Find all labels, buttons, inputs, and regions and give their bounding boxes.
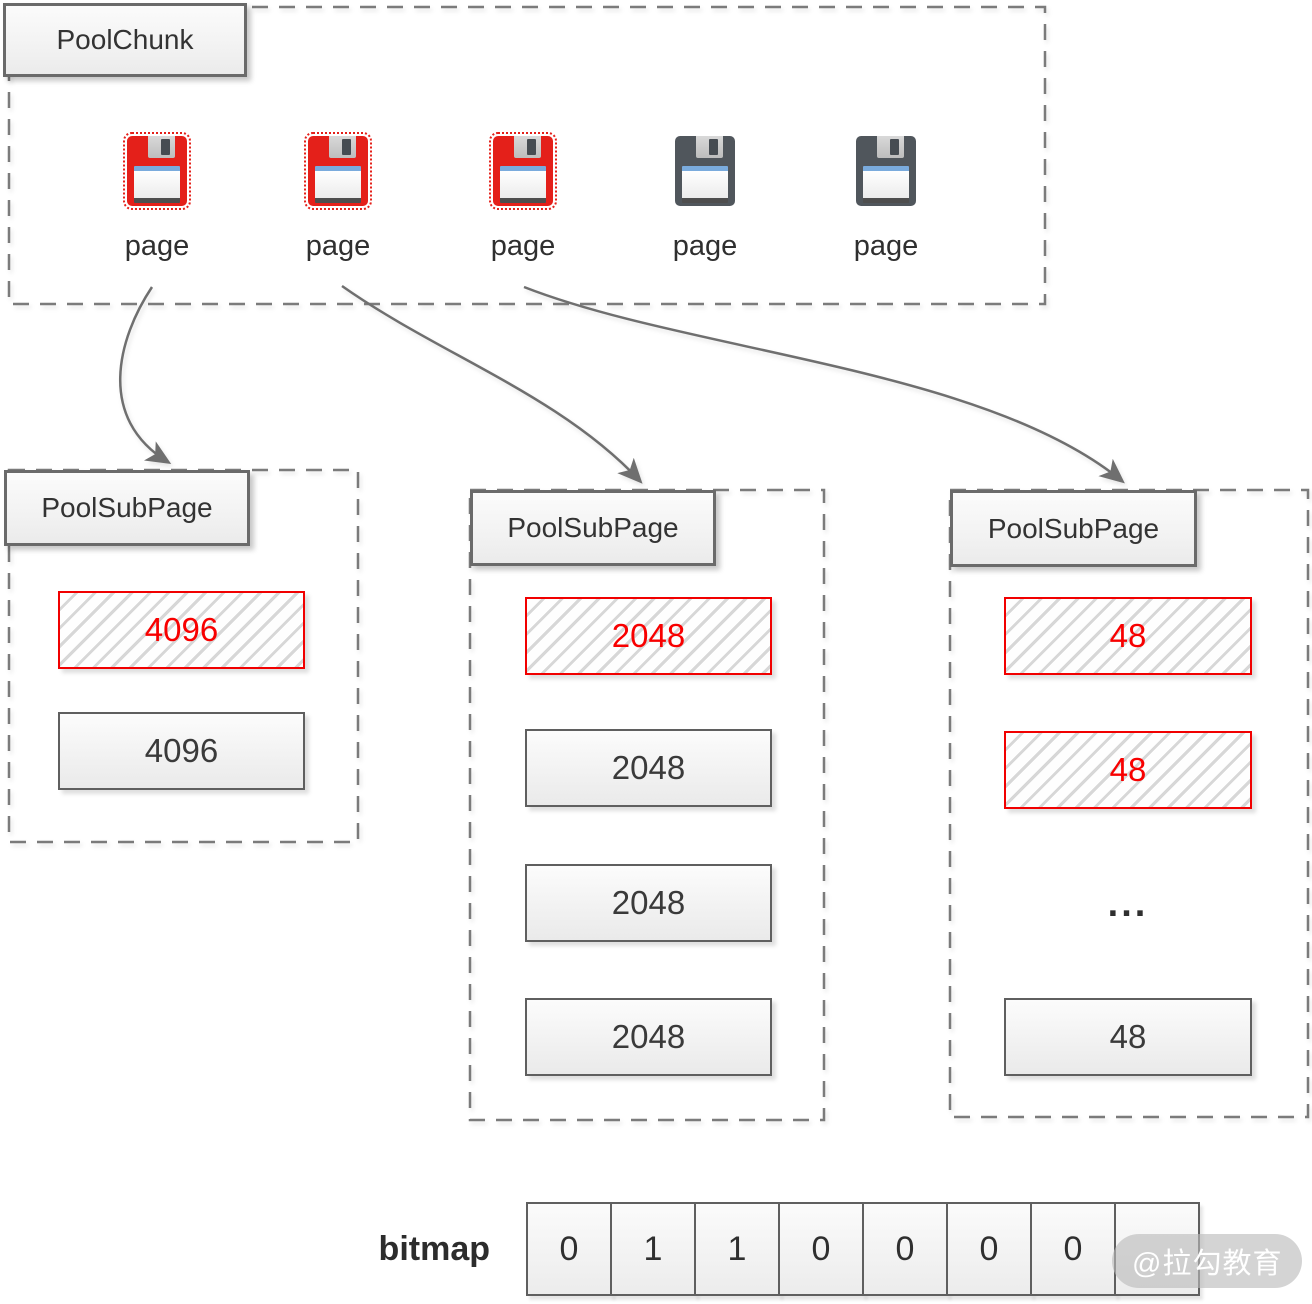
bitmap-cell: 1 [694,1202,780,1296]
pool-subpage-3-dashed-container [948,488,1310,1119]
memory-block-free: 2048 [525,864,772,942]
pool-subpage-title-label: PoolSubPage [41,492,213,523]
floppy-shutter [696,136,723,158]
floppy-shutter [514,136,541,158]
arrow-page2-to-subpage2 [341,284,643,484]
floppy-slot [161,139,170,155]
bitmap-label: bitmap [378,1230,490,1268]
bitmap-row: 0 1 1 0 0 0 0 [526,1202,1200,1296]
pool-subpage-3-title: PoolSubPage [950,490,1197,567]
pool-subpage-2-title: PoolSubPage [470,490,716,566]
floppy-label-area [500,166,546,203]
memory-block-allocated: 4096 [58,591,305,669]
site-watermark: @拉勾教育 [1112,1234,1303,1288]
memory-block-allocated: 2048 [525,597,772,675]
memory-block-free: 4096 [58,712,305,790]
floppy-disk-icon [856,136,916,206]
memory-block-allocated: 48 [1004,731,1252,809]
bitmap-cell: 0 [946,1202,1032,1296]
memory-block-free: 48 [1004,998,1252,1076]
floppy-shutter [329,136,356,158]
floppy-disk-icon [123,132,191,210]
bitmap-cell: 0 [1030,1202,1116,1296]
page-caption: page [490,230,556,262]
bitmap-cell: 1 [610,1202,696,1296]
page-caption: page [672,230,738,262]
page-caption: page [305,230,371,262]
floppy-slot [527,139,536,155]
pool-chunk-title-label: PoolChunk [56,24,194,55]
bitmap-cell: 0 [862,1202,948,1296]
pool-subpage-1-title: PoolSubPage [4,470,250,546]
memory-block-free: 2048 [525,998,772,1076]
arrow-page3-to-subpage3 [523,285,1125,484]
floppy-disk-icon [675,136,735,206]
bitmap-cell: 0 [778,1202,864,1296]
arrow-page1-to-subpage1 [119,286,172,464]
bitmap-cell: 0 [526,1202,612,1296]
floppy-label-area [863,166,909,203]
floppy-disk-icon [489,132,557,210]
floppy-shutter [148,136,175,158]
page-caption: page [124,230,190,262]
more-blocks-ellipsis: ... [1107,882,1149,925]
floppy-slot [890,139,899,155]
page-caption: page [853,230,919,262]
floppy-label-area [682,166,728,203]
pool-subpage-title-label: PoolSubPage [987,512,1160,544]
pool-subpage-title-label: PoolSubPage [507,512,679,543]
floppy-label-area [134,166,180,203]
pool-chunk-dashed-container [7,5,1047,306]
floppy-slot [709,139,718,155]
floppy-slot [342,139,351,155]
floppy-label-area [315,166,361,203]
pool-chunk-title: PoolChunk [3,3,247,77]
memory-block-allocated: 48 [1004,597,1252,675]
floppy-shutter [877,136,904,158]
floppy-disk-icon [304,132,372,210]
memory-block-free: 2048 [525,729,772,807]
